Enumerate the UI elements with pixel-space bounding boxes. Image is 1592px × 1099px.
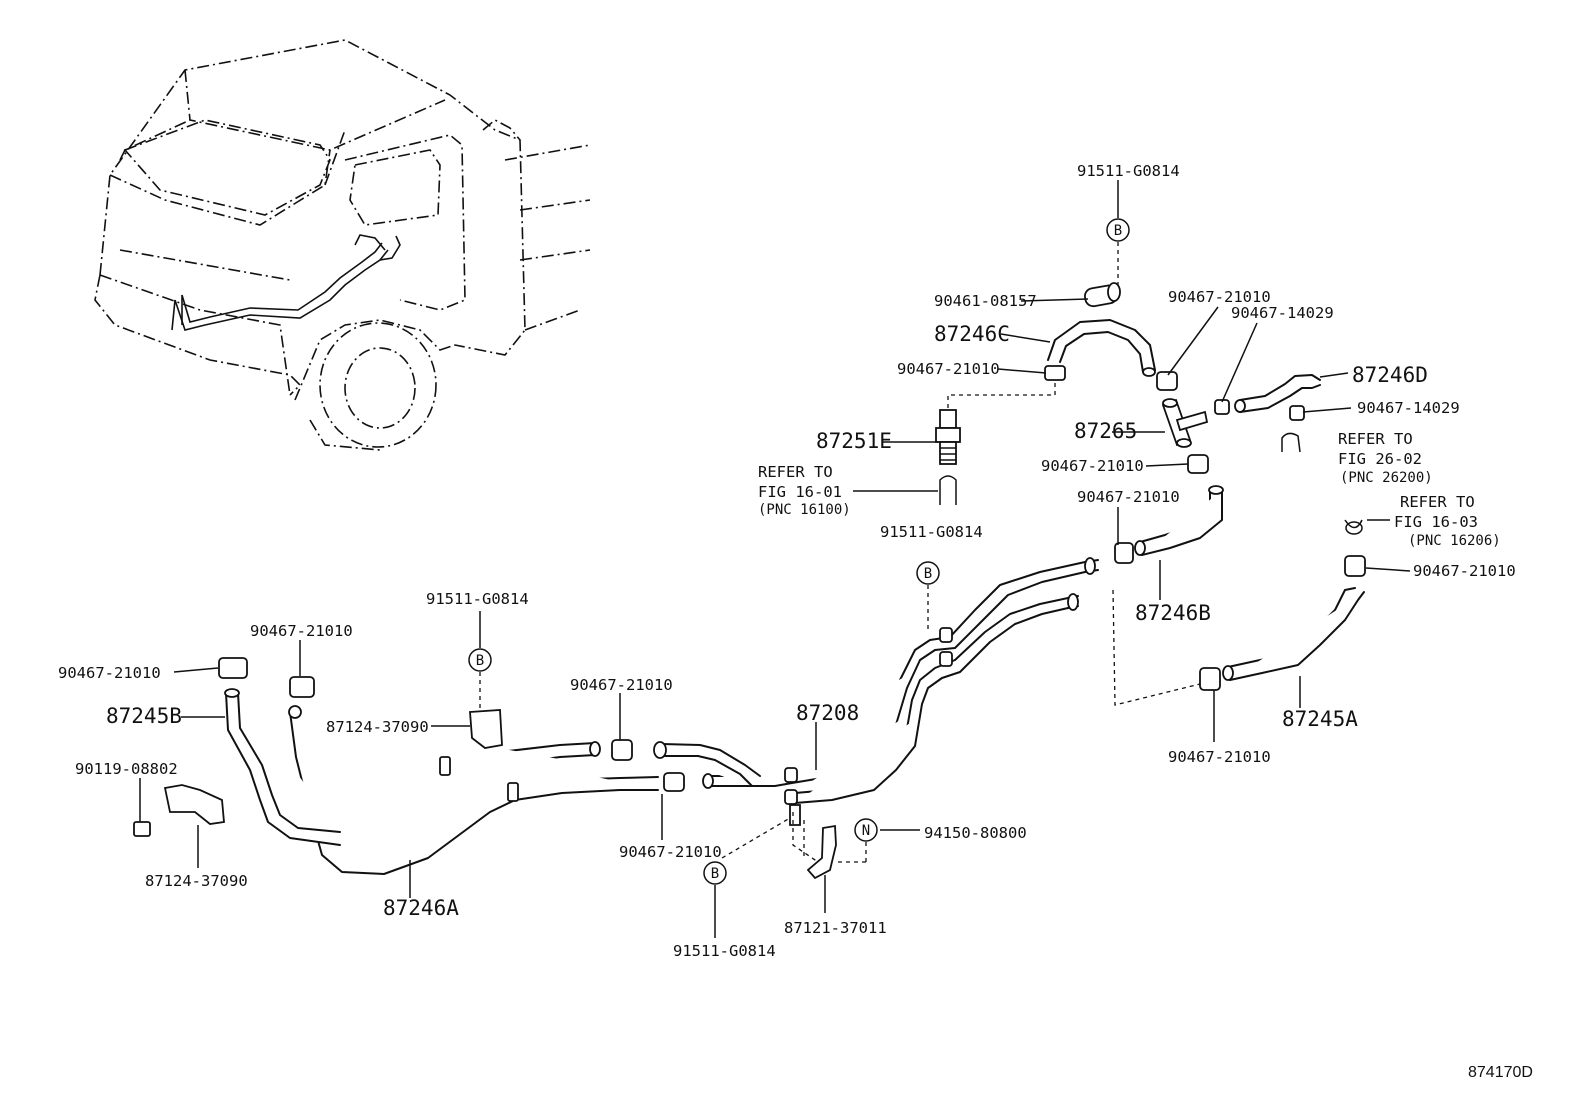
tee-87265 (1161, 398, 1209, 448)
svg-text:B: B (711, 866, 719, 882)
label-90467-left-top: 90467-21010 (250, 622, 353, 640)
label-87246C: 87246C (934, 322, 1010, 346)
figure-code: 874170D (1468, 1064, 1533, 1081)
label-90467-center-bot: 90467-21010 (619, 843, 722, 861)
leader-lines (139, 180, 1411, 938)
callout-b-bottom: B (703, 861, 727, 885)
label-87251E: 87251E (816, 429, 892, 453)
label-90467-left-far: 90467-21010 (58, 664, 161, 682)
label-91511-bottom: 91511-G0814 (673, 942, 776, 960)
label-87245A: 87245A (1282, 707, 1358, 731)
hose-87246A (224, 688, 659, 875)
hose-87246C (1047, 319, 1156, 377)
svg-text:B: B (924, 566, 932, 582)
refer1-line3: (PNC 16100) (758, 502, 851, 518)
callout-b-top: B (1106, 218, 1130, 242)
hose-87245A (1222, 587, 1365, 681)
label-90467-c-right: 90467-21010 (1168, 288, 1271, 306)
refer2-line2: FIG 26-02 (1338, 450, 1422, 468)
valve-87251E (935, 409, 961, 505)
label-87124-a: 87124-37090 (326, 718, 429, 736)
label-91511-top: 91511-G0814 (1077, 162, 1180, 180)
hose-87246B (1134, 485, 1224, 556)
label-90467-c-left: 90467-21010 (897, 360, 1000, 378)
label-90119: 90119-08802 (75, 760, 178, 778)
label-90467-mid2: 90467-21010 (1077, 488, 1180, 506)
label-87265: 87265 (1074, 419, 1137, 443)
refer2-line1: REFER TO (1338, 430, 1413, 448)
refer1-line1: REFER TO (758, 463, 833, 481)
refer3-line1: REFER TO (1400, 493, 1475, 511)
refer2-line3: (PNC 26200) (1340, 470, 1433, 486)
refer1-line2: FIG 16-01 (758, 483, 842, 501)
refer-stub-16-03 (1344, 519, 1363, 529)
label-87124-b: 87124-37090 (145, 872, 248, 890)
label-87245B: 87245B (106, 704, 182, 728)
label-90467-mid1: 90467-21010 (1041, 457, 1144, 475)
truck-illustration (94, 39, 591, 451)
label-87246B: 87246B (1135, 601, 1211, 625)
label-90467-14029-a: 90467-14029 (1231, 304, 1334, 322)
svg-text:B: B (1114, 223, 1122, 239)
hose-87246D (1234, 374, 1321, 413)
label-90467-lowright: 90467-21010 (1168, 748, 1271, 766)
label-91511-left: 91511-G0814 (426, 590, 529, 608)
label-91511-mid: 91511-G0814 (880, 523, 983, 541)
callout-b-mid: B (916, 561, 940, 585)
label-87121: 87121-37011 (784, 919, 887, 937)
label-87246D: 87246D (1352, 363, 1428, 387)
label-87246A: 87246A (383, 896, 459, 920)
label-94150: 94150-80800 (924, 824, 1027, 842)
label-90461: 90461-08157 (934, 292, 1037, 310)
hose-87208 (653, 557, 1099, 826)
label-87208: 87208 (796, 701, 859, 725)
callout-b-left: B (468, 648, 492, 672)
label-90467-14029-b: 90467-14029 (1357, 399, 1460, 417)
refer3-line3: (PNC 16206) (1408, 533, 1501, 549)
svg-text:B: B (476, 653, 484, 669)
svg-text:N: N (862, 823, 870, 839)
callout-n: N (854, 818, 878, 842)
refer3-line2: FIG 16-03 (1394, 513, 1478, 531)
refer-stub-26 (1281, 432, 1301, 453)
label-90467-right: 90467-21010 (1413, 562, 1516, 580)
label-90467-center-top: 90467-21010 (570, 676, 673, 694)
clamps (133, 282, 1366, 880)
part-labels: 91511-G0814 90461-08157 87246C 90467-210… (58, 162, 1533, 1081)
